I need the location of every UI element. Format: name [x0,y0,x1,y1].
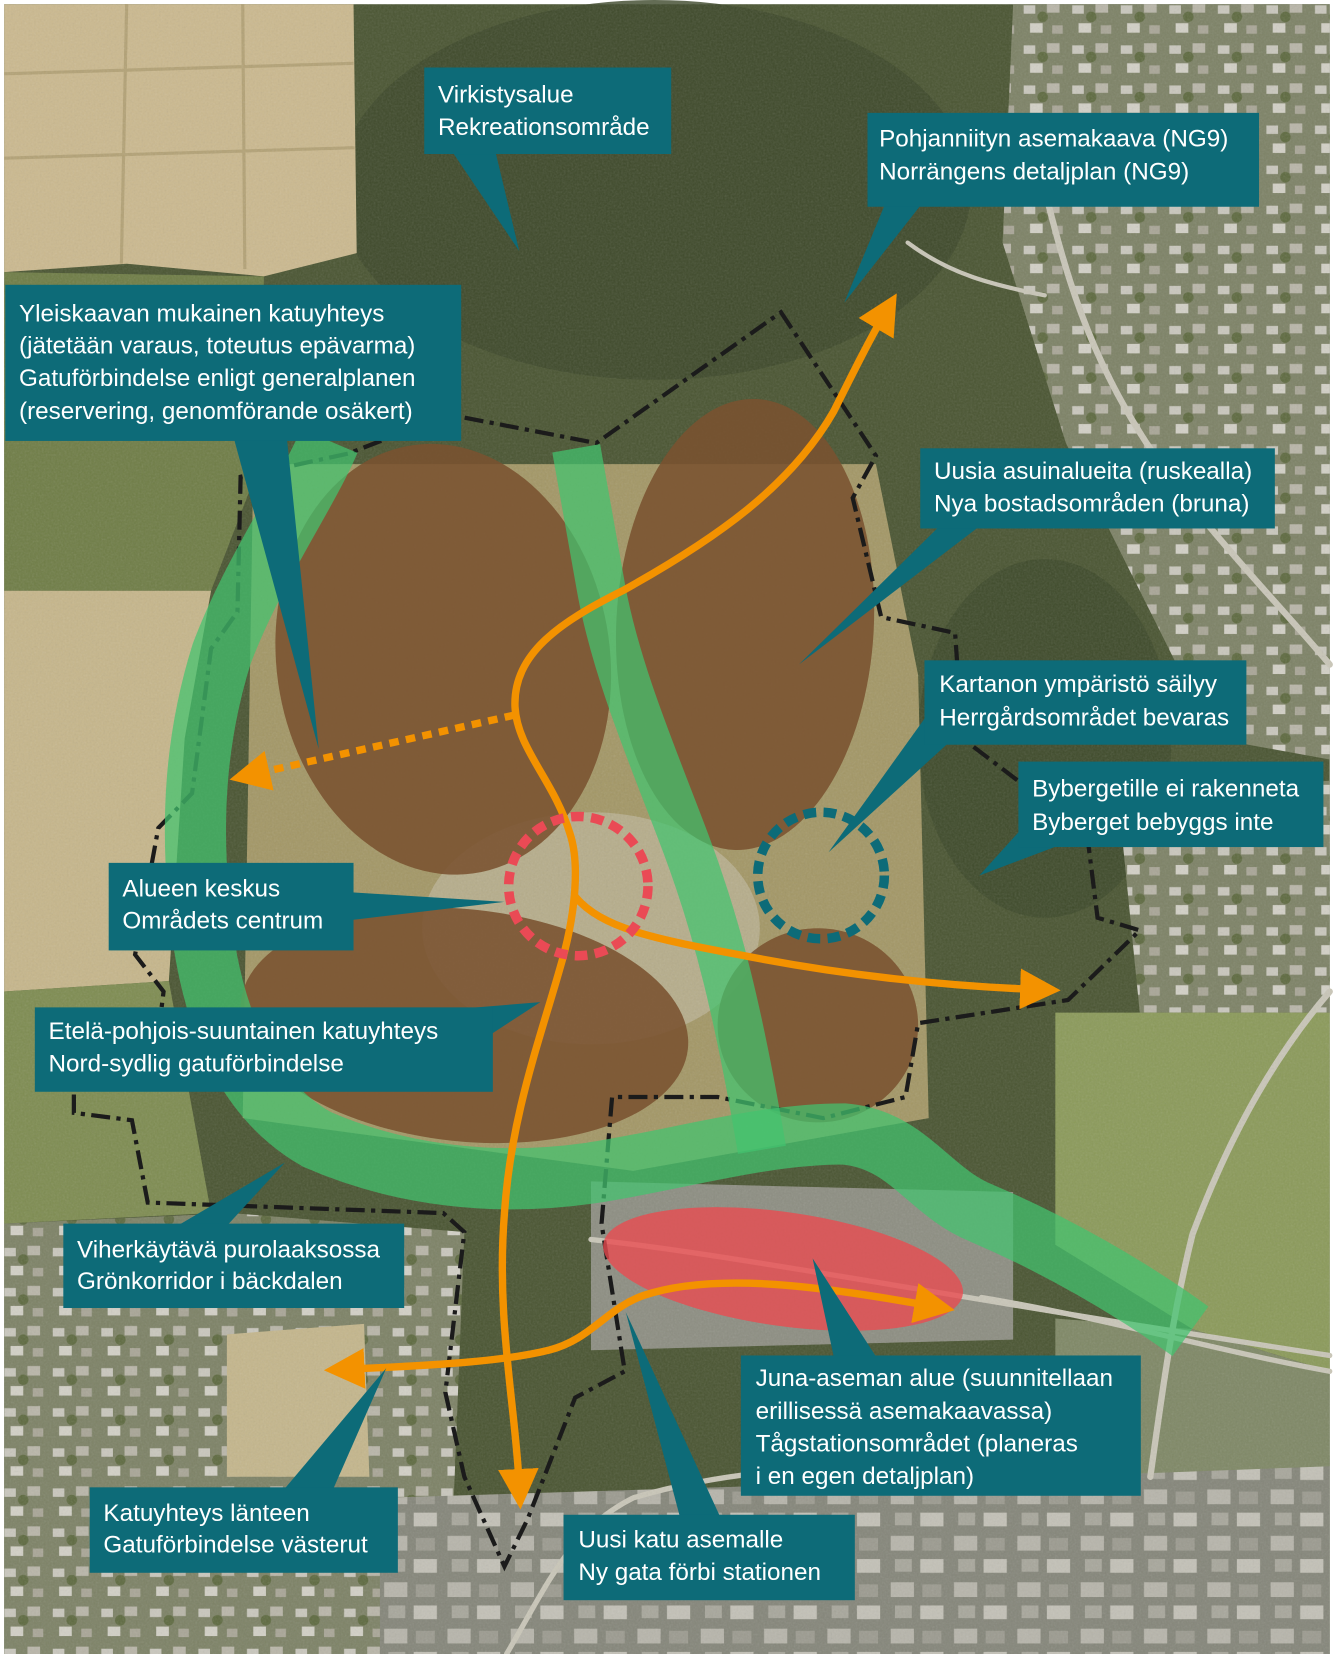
callout-line: Ny gata förbi stationen [578,1559,821,1586]
callout-line: Katuyhteys länteen [103,1500,309,1527]
callout-general-plan-street: Yleiskaavan mukainen katuyhteys (jätetää… [5,284,462,749]
callout-recreation-area: Virkistysalue Rekreationsområde [424,67,672,252]
callout-line: Tågstationsområdet (planeras [756,1430,1078,1457]
callout-line: Etelä-pohjois-suuntainen katuyhteys [49,1018,439,1045]
callout-line: Bybergetille ei rakenneta [1032,775,1299,802]
callout-line: Herrgårdsområdet bevaras [939,705,1229,732]
callout-north-south-street: Etelä-pohjois-suuntainen katuyhteys Nord… [34,1002,541,1092]
callout-station-street: Uusi katu asemalle Ny gata förbi station… [563,1312,855,1601]
callout-green-corridor: Viherkäytävä purolaaksossa Grönkorridor … [63,1162,405,1309]
callout-box [89,1487,398,1573]
manor-area-marker [752,807,890,944]
callout-line: Yleiskaavan mukainen katuyhteys [19,301,384,328]
north-south-street [498,293,897,1510]
callout-line: Norrängens detaljplan (NG9) [879,158,1189,185]
callout-line: (jätetään varaus, toteutus epävarma) [19,332,415,359]
callout-norrangen-plan: Pohjanniityn asemakaava (NG9) Norrängens… [844,112,1260,303]
callout-line: erillisessä asemakaavassa) [756,1398,1053,1425]
callout-station-area: Juna-aseman alue (suunnitellaan erillise… [740,1258,1141,1496]
east-street [572,894,1061,1010]
callout-line: Rekreationsområde [438,114,650,141]
callout-line: Gatuförbindelse västerut [103,1532,368,1559]
green-corridor-stream-valley [164,428,1209,1356]
callout-line: Nya bostadsområden (bruna) [934,491,1249,518]
callout-area-center: Alueen keskus Områdets centrum [108,862,505,951]
callout-box [34,1007,493,1092]
callout-pointer [828,717,948,853]
callout-box [63,1223,405,1309]
general-plan-street-reservation [229,711,515,791]
callout-line: Juna-aseman alue (suunnitellaan [756,1365,1113,1392]
callout-box [108,862,354,951]
callout-box [424,67,672,155]
callout-line: Grönkorridor i bäckdalen [77,1268,343,1295]
callout-pointer [352,892,505,920]
callout-line: Uusi katu asemalle [578,1526,783,1553]
callout-line: Kartanon ympäristö säilyy [939,671,1218,698]
callout-pointer [453,154,520,252]
callout-box [740,1355,1141,1496]
callout-pointer [284,1368,387,1489]
callout-line: Gatuförbindelse enligt generalplanen [19,365,415,392]
callout-line: Viherkäytävä purolaaksossa [77,1236,380,1263]
callout-line: i en egen detaljplan) [756,1463,974,1490]
callout-line: Uusia asuinalueita (ruskealla) [934,458,1252,485]
west-and-station-street [323,1279,955,1389]
callout-line: Pohjanniityn asemakaava (NG9) [879,126,1228,153]
callout-box [1018,761,1324,848]
callout-manor-area: Kartanon ympäristö säilyy Herrgårdsområd… [828,660,1247,853]
callout-box [920,448,1275,529]
callout-line: Nord-sydlig gatuförbindelse [49,1051,344,1078]
callout-line: Virkistysalue [438,81,574,108]
callout-pointer [625,1312,720,1516]
street-connections [229,293,1061,1510]
callout-line: Alueen keskus [122,876,280,903]
callout-box [5,284,462,441]
callout-line: (reservering, genomförande osäkert) [19,398,413,425]
callout-west-street: Katuyhteys länteen Gatuförbindelse väste… [89,1368,398,1573]
callout-line: Områdets centrum [122,907,323,934]
callout-byberget: Bybergetille ei rakenneta Byberget bebyg… [979,761,1324,876]
callout-line: Byberget bebyggs inte [1032,809,1273,836]
callout-box [563,1514,855,1601]
area-center-marker [503,811,653,961]
callout-box [924,660,1247,745]
callout-box [867,112,1260,207]
